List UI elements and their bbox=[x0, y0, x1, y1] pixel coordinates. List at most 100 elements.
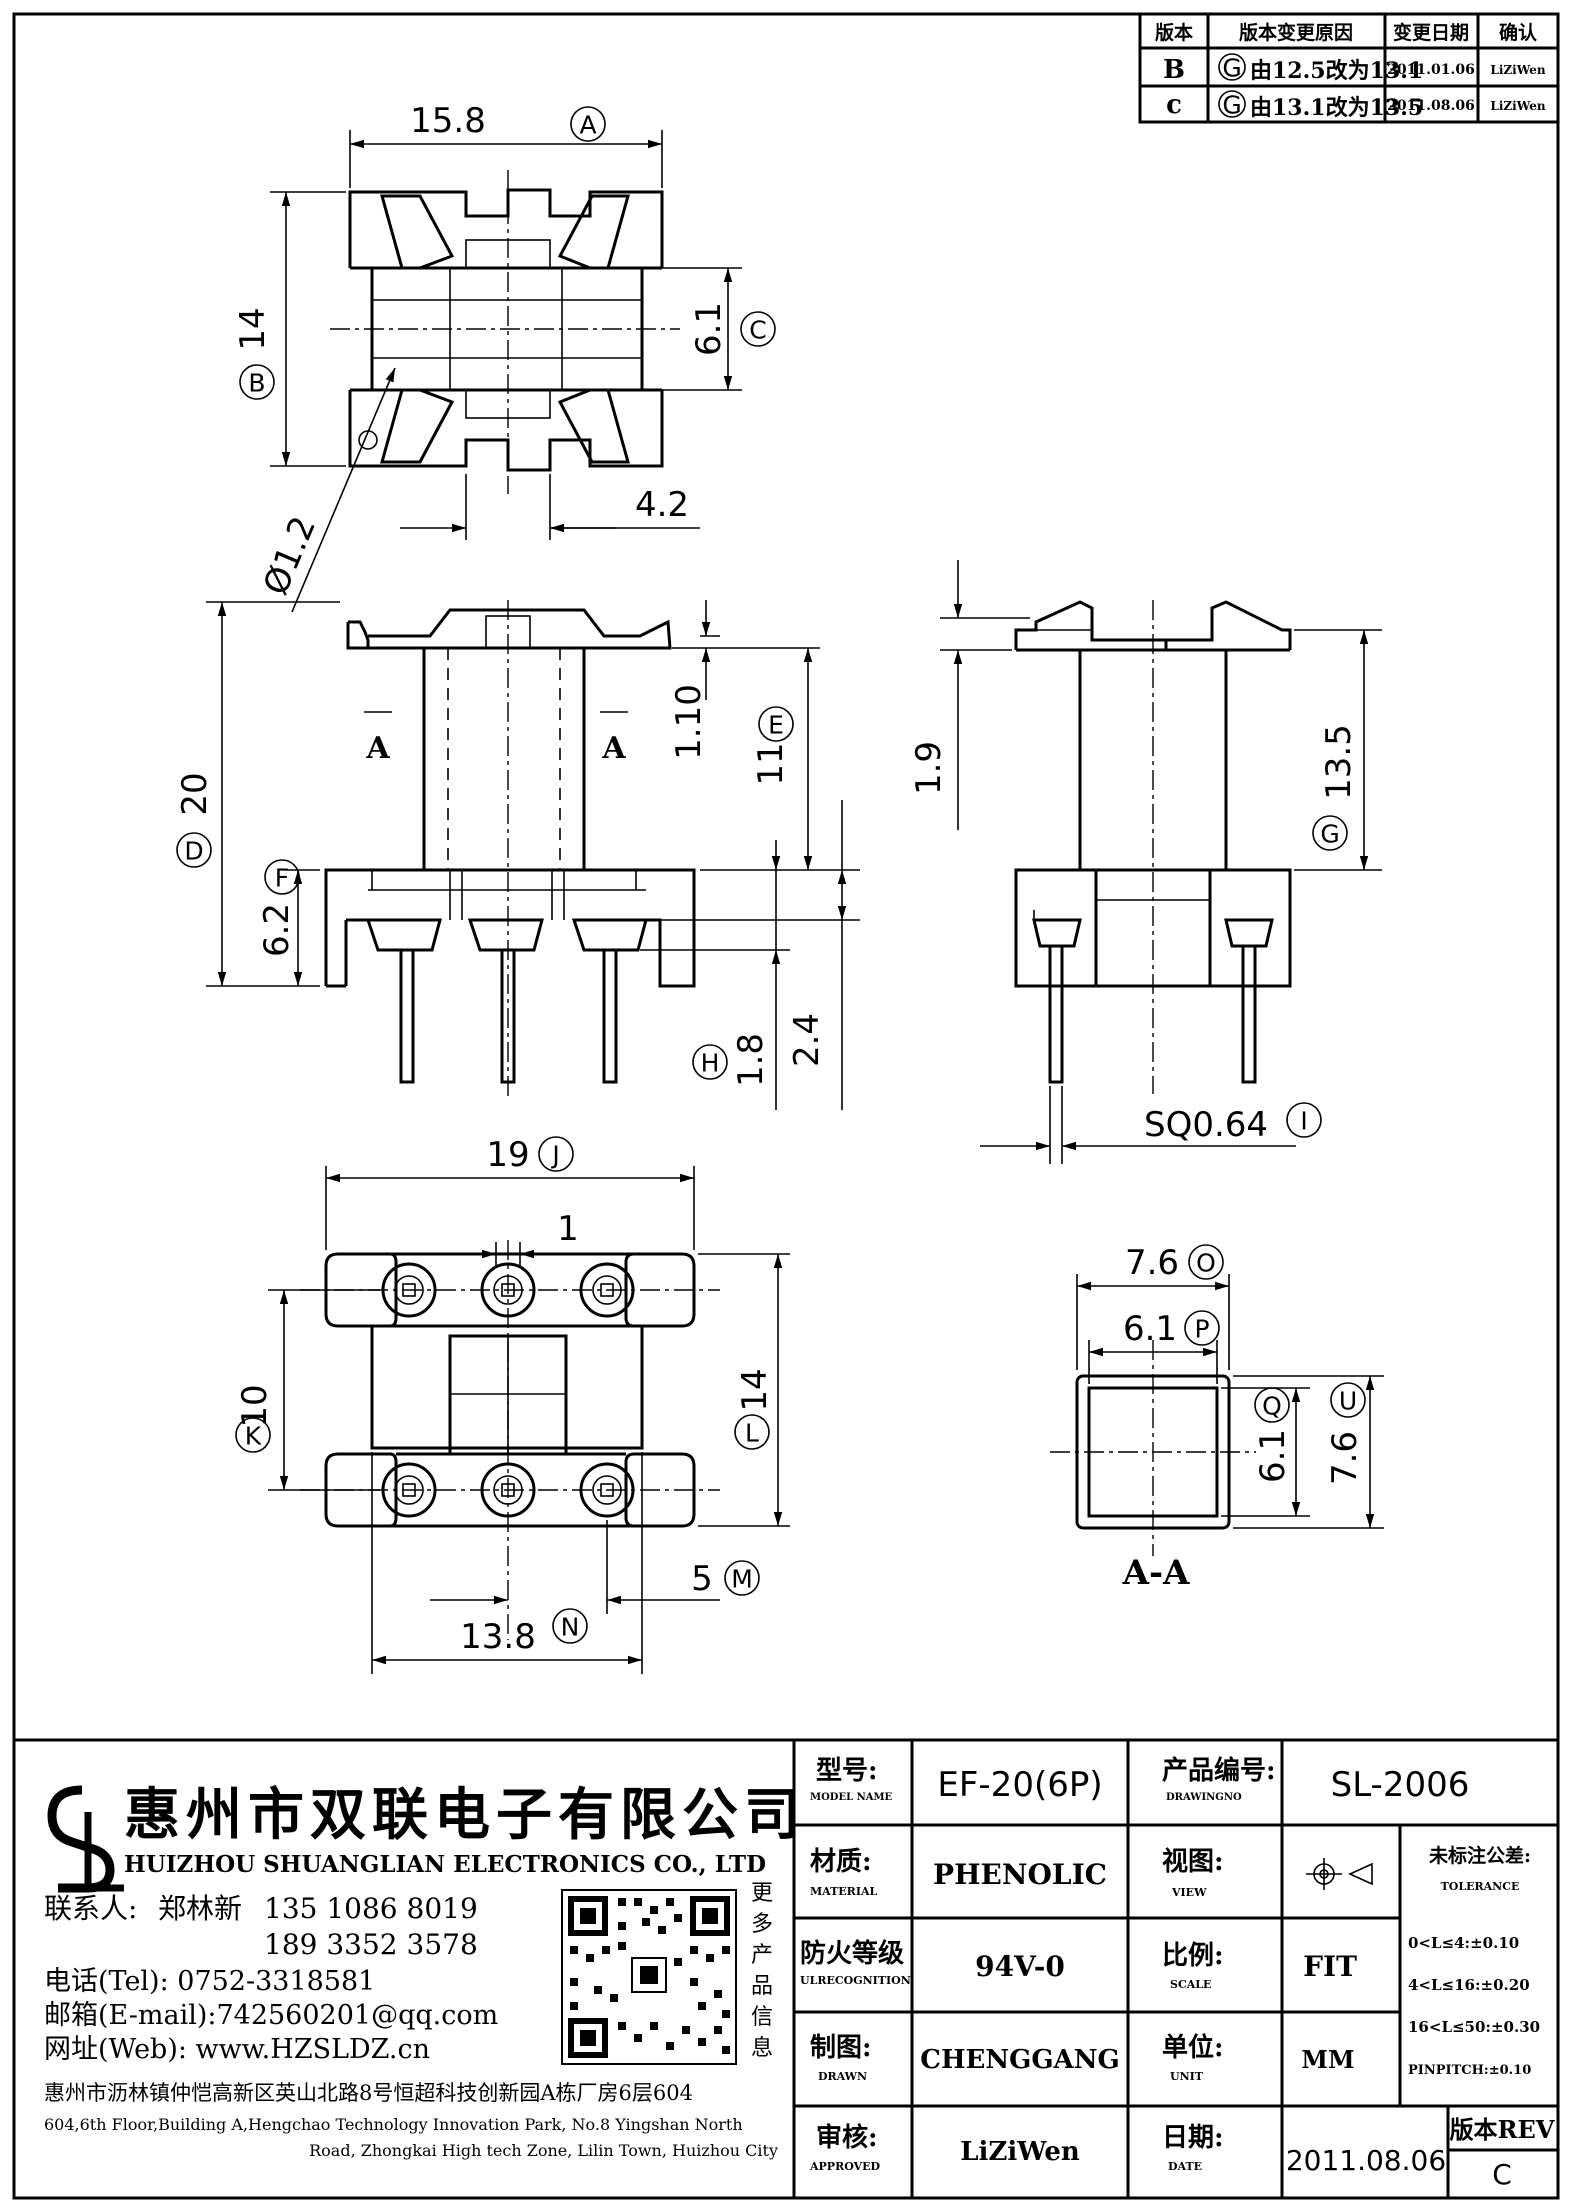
date-label-en: DATE bbox=[1168, 2160, 1202, 2173]
dim-K-value: 10 bbox=[235, 1384, 275, 1427]
title-block: 型号: MODEL NAME EF-20(6P) 产品编号: DRAWINGNO… bbox=[14, 1738, 1558, 2198]
model-label-en: MODEL NAME bbox=[810, 1792, 893, 1803]
tolerance-label: 未标注公差: bbox=[1428, 1844, 1531, 1867]
scale-label-en: SCALE bbox=[1170, 1978, 1211, 1991]
drawn-value: CHENGGANG bbox=[920, 2045, 1119, 2075]
section-view: 7.6 O 6.1 P 6.1 Q 7.6 U A-A bbox=[1050, 1243, 1384, 1593]
dim-K-tag: K bbox=[245, 1422, 262, 1451]
company-logo bbox=[47, 1785, 124, 1893]
dim-I-value: SQ0.64 bbox=[1144, 1105, 1268, 1145]
dim-P-tag: P bbox=[1194, 1315, 1209, 1344]
drawing-label: 产品编号: bbox=[1162, 1755, 1276, 1786]
rev-header-reason: 版本变更原因 bbox=[1239, 21, 1353, 44]
approved-label-en: APPROVED bbox=[809, 2160, 881, 2173]
contact-phone-1: 135 1086 8019 bbox=[264, 1892, 478, 1925]
rev-row1-reason: 由12.5改为13.1 bbox=[1250, 58, 1423, 84]
dim-Q-tag: Q bbox=[1262, 1392, 1282, 1421]
tolerance-1: 0<L≤4:±0.10 bbox=[1408, 1934, 1519, 1952]
dim-C-tag: C bbox=[749, 316, 766, 345]
dim-slot-value: 4.2 bbox=[635, 485, 689, 525]
contact-phone-2: 189 3352 3578 bbox=[264, 1928, 478, 1961]
projection-symbol-icon bbox=[1306, 1858, 1373, 1890]
dim-O-value: 7.6 bbox=[1125, 1243, 1179, 1283]
tolerance-2: 4<L≤16:±0.20 bbox=[1408, 1976, 1530, 1994]
dim-M-value: 5 bbox=[691, 1559, 713, 1599]
dim-pitch-value: 1 bbox=[557, 1209, 579, 1249]
more-info-2: 多 bbox=[751, 1912, 773, 1937]
dim-U-value: 7.6 bbox=[1325, 1431, 1365, 1485]
dim-D-value: 20 bbox=[175, 772, 215, 815]
dim-G-value: 13.5 bbox=[1319, 724, 1359, 800]
rev-row1-tag: G bbox=[1222, 54, 1241, 83]
material-label-en: MATERIAL bbox=[810, 1885, 878, 1898]
model-value: EF-20(6P) bbox=[937, 1765, 1102, 1805]
more-info-6: 息 bbox=[751, 2036, 773, 2061]
drawn-label-en: DRAWN bbox=[818, 2070, 867, 2083]
address-en-1: 604,6th Floor,Building A,Hengchao Techno… bbox=[44, 2115, 743, 2134]
rev-label: 版本REV bbox=[1450, 2115, 1555, 2144]
dim-E-value: 11 bbox=[751, 742, 791, 785]
side-view: 1.9 13.5 G SQ0.64 I bbox=[909, 560, 1382, 1164]
drawn-label: 制图: bbox=[810, 2033, 872, 2063]
rev-row1-date: 2011.01.06 bbox=[1387, 62, 1475, 78]
drawing-value: SL-2006 bbox=[1331, 1765, 1470, 1805]
scale-value: FIT bbox=[1303, 1950, 1357, 1983]
view-label-en: VIEW bbox=[1171, 1886, 1207, 1899]
tolerance-4: PINPITCH:±0.10 bbox=[1408, 2063, 1531, 2078]
dim-flange-value: 1.10 bbox=[669, 684, 709, 760]
tolerance-label-en: TOLERANCE bbox=[1441, 1880, 1520, 1893]
fire-label: 防火等级 bbox=[800, 1938, 904, 1969]
contact-name: 郑林新 bbox=[158, 1892, 242, 1925]
dim-O-tag: O bbox=[1196, 1249, 1216, 1278]
dim-C-value: 6.1 bbox=[689, 302, 729, 356]
dim-G-tag: G bbox=[1320, 820, 1339, 849]
dim-D-tag: D bbox=[184, 837, 203, 866]
company-block: 惠州市双联电子有限公司 HUIZHOU SHUANGLIAN ELECTRONI… bbox=[44, 1782, 800, 2160]
qr-code bbox=[561, 1889, 737, 2065]
rev-row2-reason: 由13.1改为13.5 bbox=[1250, 95, 1423, 121]
dim-E-tag: E bbox=[768, 711, 784, 740]
dim-hole-value: Ø1.2 bbox=[256, 511, 324, 601]
dim-F-tag: F bbox=[275, 864, 289, 893]
bottom-view: 19 J 1 10 K 14 L 5 M 13.8 bbox=[235, 1135, 790, 1674]
rev-row2-tag: G bbox=[1222, 91, 1241, 120]
contact-label: 联系人: bbox=[44, 1892, 137, 1925]
rev-header-date: 变更日期 bbox=[1393, 21, 1469, 44]
rev-row2-rev: c bbox=[1166, 90, 1182, 120]
dim-H-value: 1.8 bbox=[731, 1033, 771, 1087]
dim-Q-value: 6.1 bbox=[1253, 1429, 1293, 1483]
section-label-right: A bbox=[601, 731, 626, 766]
dim-I-tag: I bbox=[1300, 1107, 1307, 1136]
dim-J-value: 19 bbox=[486, 1135, 529, 1175]
dim-M-tag: M bbox=[731, 1565, 753, 1594]
date-value: 2011.08.06 bbox=[1286, 2144, 1446, 2177]
dim-L-value: 14 bbox=[735, 1368, 775, 1411]
material-value: PHENOLIC bbox=[933, 1858, 1107, 1891]
more-info-1: 更 bbox=[751, 1881, 773, 1906]
more-info-3: 产 bbox=[751, 1943, 773, 1968]
dim-P-value: 6.1 bbox=[1123, 1309, 1177, 1349]
drawing-label-en: DRAWINGNO bbox=[1166, 1792, 1242, 1803]
approved-label: 审核: bbox=[816, 2122, 878, 2153]
rev-row1-by: LiZiWen bbox=[1490, 63, 1545, 77]
section-title: A-A bbox=[1122, 1553, 1190, 1593]
model-label: 型号: bbox=[816, 1756, 878, 1786]
rev-header-rev: 版本 bbox=[1155, 21, 1193, 44]
company-name-en: HUIZHOU SHUANGLIAN ELECTRONICS CO., LTD bbox=[124, 1851, 766, 1878]
rev-row2-by: LiZiWen bbox=[1490, 99, 1545, 113]
view-label: 视图: bbox=[1162, 1847, 1224, 1877]
scale-label: 比例: bbox=[1162, 1941, 1224, 1971]
rev-row2-date: 2011.08.06 bbox=[1387, 98, 1475, 114]
more-info-4: 品 bbox=[751, 1974, 773, 1999]
rev-row1-rev: B bbox=[1163, 55, 1185, 85]
dim-B-value: 14 bbox=[233, 307, 273, 350]
email-line: 邮箱(E-mail):742560201@qq.com bbox=[44, 2000, 498, 2031]
dim-L-tag: L bbox=[745, 1419, 759, 1448]
sheet-border bbox=[12, 12, 1560, 2200]
rev-value: C bbox=[1492, 2158, 1512, 2191]
more-info-5: 信 bbox=[751, 2005, 773, 2030]
dim-U-tag: U bbox=[1339, 1387, 1357, 1416]
tolerance-3: 16<L≤50:±0.30 bbox=[1408, 2018, 1540, 2036]
front-view: A A 20 D 6.2 F 1.10 11 E 1.8 bbox=[175, 600, 860, 1110]
